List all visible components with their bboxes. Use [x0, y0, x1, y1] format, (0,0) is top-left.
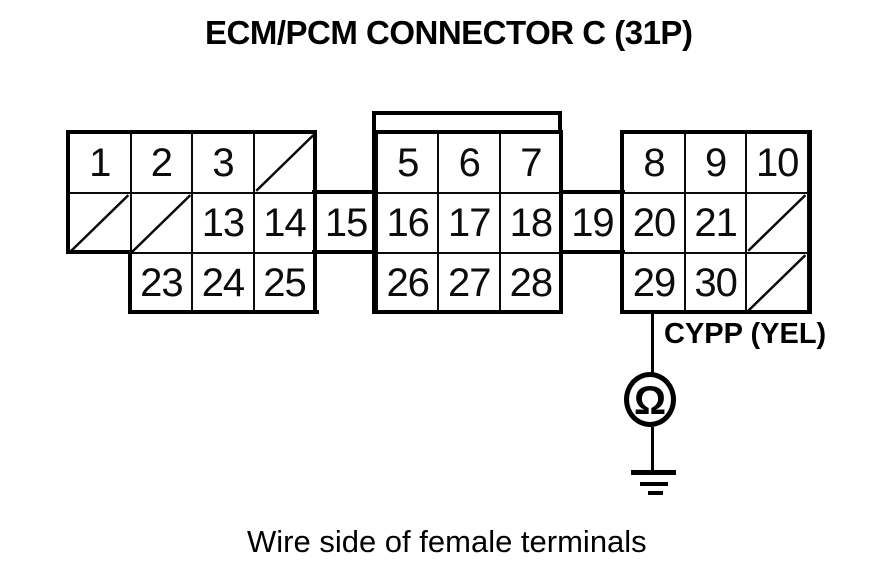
pin-number: 16 [386, 200, 429, 245]
block-outline-segment [620, 130, 624, 314]
pin-cell: 10 [745, 132, 809, 194]
block-outline-segment [559, 130, 563, 314]
pin-cell: 26 [375, 252, 440, 314]
pin-number: 8 [643, 140, 665, 185]
pin-number: 14 [263, 200, 306, 245]
block-outline-segment [620, 130, 812, 134]
pin-number: 24 [201, 260, 245, 305]
block-outline-segment [312, 190, 378, 194]
block-outline-segment [128, 250, 132, 314]
pin-cell: 18 [499, 192, 563, 254]
pin-cell: 24 [191, 252, 255, 314]
pin-number: 7 [520, 140, 542, 185]
pin-cell: 3 [191, 132, 255, 194]
pin-number: 28 [509, 260, 553, 305]
pin-number: 27 [448, 260, 491, 305]
empty-pin-cell [745, 192, 809, 254]
caption: Wire side of female terminals [247, 524, 647, 559]
pin-cell: 28 [499, 252, 563, 314]
pin-cell: 1 [68, 132, 132, 194]
slash-icon [255, 134, 315, 192]
slash-icon [132, 194, 192, 252]
pin-cell: 21 [683, 192, 748, 254]
ohmmeter-icon: Ω [624, 372, 676, 427]
pin-number: 2 [150, 140, 173, 185]
pin-number: 23 [140, 260, 183, 305]
wire-label: CYPP (YEL) [664, 318, 827, 350]
pin-cell: 14 [252, 192, 317, 254]
pin-number: 9 [704, 140, 727, 185]
pin-cell: 6 [437, 132, 502, 194]
pin-cell: 15 [314, 192, 378, 254]
pin-cell: 23 [129, 252, 194, 314]
block-outline-segment [559, 250, 625, 254]
pin-cell: 9 [683, 132, 748, 194]
block-outline-segment [66, 130, 317, 134]
pin-number: 3 [212, 140, 234, 185]
slash-icon [70, 194, 130, 252]
slash-icon [747, 194, 807, 252]
pin-cell: 5 [375, 132, 440, 194]
block-outline-segment [66, 130, 70, 254]
block-outline-segment [372, 130, 376, 314]
pin-cell: 2 [129, 132, 194, 194]
pin-cell: 8 [622, 132, 686, 194]
pin-cell: 27 [437, 252, 502, 314]
empty-pin-cell [68, 192, 132, 254]
block-outline-segment [559, 190, 625, 194]
pin-cell: 7 [499, 132, 563, 194]
omega-symbol: Ω [633, 378, 667, 423]
pin-number: 1 [89, 140, 111, 185]
pin-number: 5 [397, 140, 419, 185]
pin-number: 19 [571, 200, 614, 245]
pin-cell: 29 [622, 252, 686, 314]
empty-pin-cell [745, 252, 809, 314]
pin-number: 29 [632, 260, 676, 305]
block-outline-segment [808, 130, 812, 314]
empty-pin-cell [252, 132, 317, 194]
pin-number: 26 [386, 260, 429, 305]
pin-number: 6 [458, 140, 481, 185]
block-outline-segment [374, 130, 563, 134]
pin-cell: 16 [375, 192, 440, 254]
pin-cell: 30 [683, 252, 748, 314]
pin-number: 30 [694, 260, 737, 305]
pin-number: 25 [263, 260, 306, 305]
pin-number: 18 [509, 200, 553, 245]
pin-cell: 17 [437, 192, 502, 254]
block-outline-segment [66, 250, 134, 254]
empty-pin-cell [129, 192, 194, 254]
block-outline-segment [372, 310, 563, 314]
pin-cell: 20 [622, 192, 686, 254]
pin-number: 15 [324, 200, 368, 245]
pin-number: 21 [694, 200, 737, 245]
diagram-title: ECM/PCM CONNECTOR C (31P) [205, 14, 693, 51]
block-outline-segment [313, 130, 317, 314]
pin-number: 10 [755, 140, 799, 185]
pin-cell: 13 [191, 192, 255, 254]
wire-line-lower [651, 427, 654, 473]
wire-line-upper [651, 312, 654, 376]
pin-cell: 25 [252, 252, 317, 314]
pin-number: 13 [201, 200, 245, 245]
pin-cell: 19 [560, 192, 625, 254]
slash-icon [747, 254, 807, 312]
pin-number: 17 [448, 200, 491, 245]
block-outline-segment [620, 310, 812, 314]
pin-number: 20 [632, 200, 676, 245]
block-outline-segment [128, 310, 319, 314]
block-outline-segment [312, 250, 378, 254]
